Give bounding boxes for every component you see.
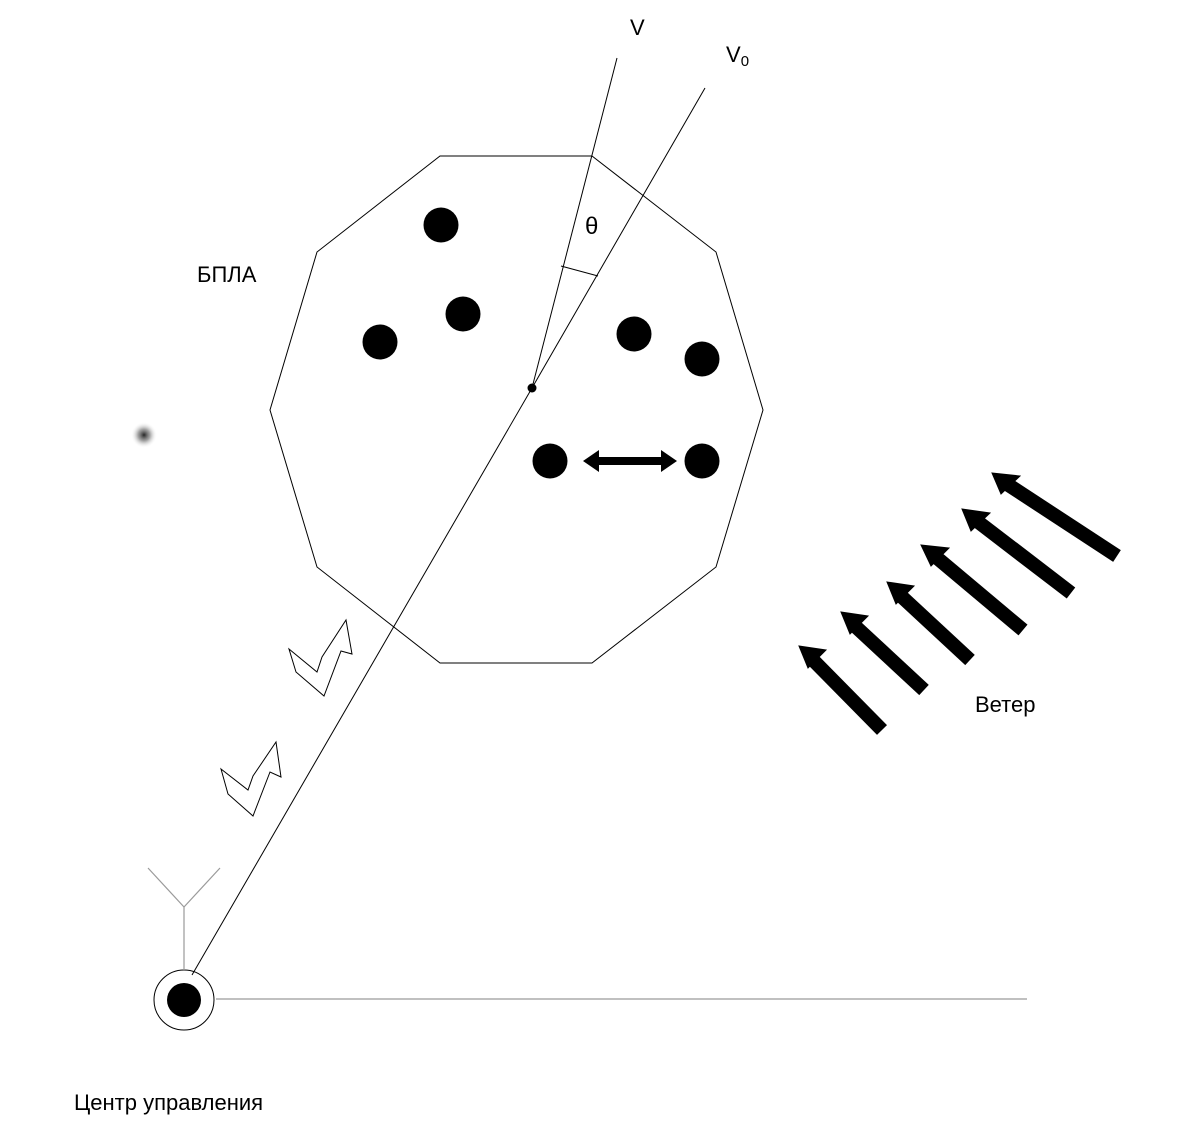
wind-arrows <box>798 472 1121 735</box>
vector-v0-subscript: 0 <box>741 53 749 70</box>
wind-arrow-icon <box>991 472 1121 562</box>
wind-arrow-icon <box>840 611 929 696</box>
vector-v-line <box>531 57 618 389</box>
drone-group <box>362 207 720 479</box>
angle-marker <box>560 265 599 277</box>
drone-dot-icon <box>445 296 481 332</box>
wind-arrow-icon <box>798 645 887 735</box>
control-center <box>147 867 221 1031</box>
lightning-signal-icon <box>288 618 353 697</box>
wind-arrow-icon <box>920 544 1028 636</box>
wind-arrow-icon <box>886 581 975 666</box>
drone-dot-icon <box>684 443 720 479</box>
vector-v0-line <box>531 87 706 389</box>
line-of-sight <box>191 387 533 976</box>
lightning-signal-icon <box>220 740 282 817</box>
signal-symbols <box>220 618 353 817</box>
drone-dot-icon <box>362 324 398 360</box>
control-center-dot <box>167 983 201 1017</box>
swarm-boundary <box>269 155 764 664</box>
wind-arrow-icon <box>961 508 1076 599</box>
vector-v0-base: V <box>726 42 741 67</box>
wind-label: Ветер <box>975 692 1035 717</box>
distance-double-arrow-icon <box>583 450 677 472</box>
uav-label: БПЛА <box>197 262 257 287</box>
angle-theta-label: θ <box>585 213 598 240</box>
vector-v0-label: V0 <box>726 42 749 70</box>
drone-dot-icon <box>423 207 459 243</box>
drone-dot-icon <box>684 341 720 377</box>
vector-v-label: V <box>630 15 645 40</box>
blurred-point <box>131 422 157 448</box>
drone-dot-icon <box>616 316 652 352</box>
antenna-icon <box>147 867 221 970</box>
control-center-label: Центр управления <box>74 1090 263 1115</box>
drone-dot-icon <box>532 443 568 479</box>
swarm-center-point <box>527 383 537 393</box>
